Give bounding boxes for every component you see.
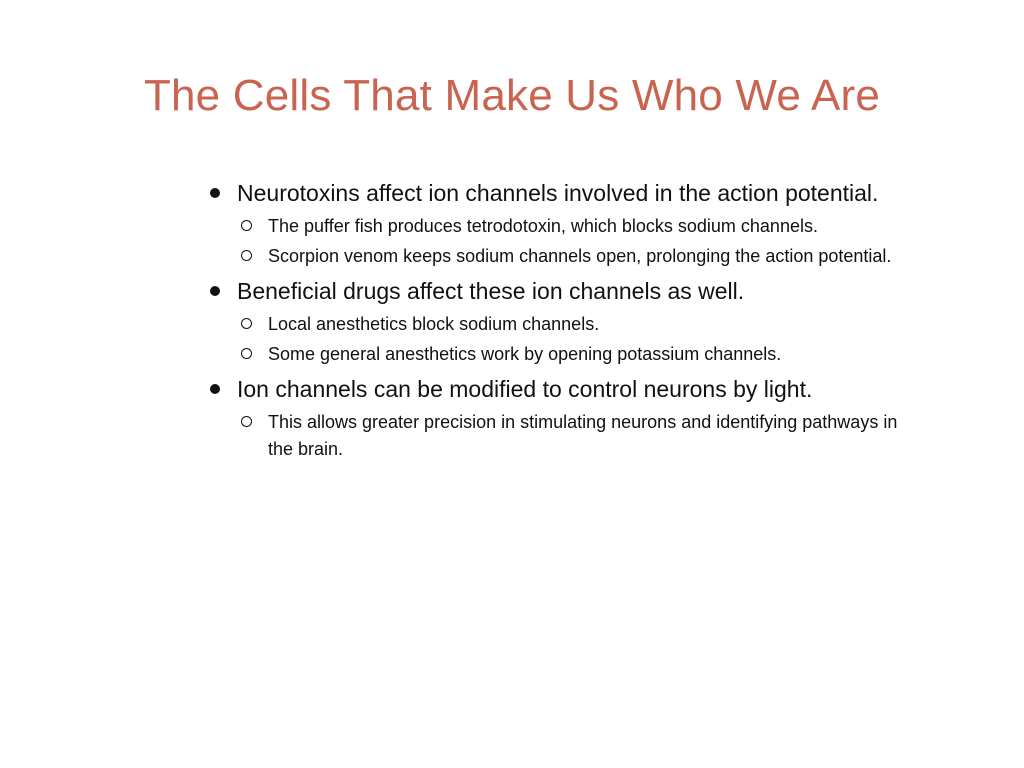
bullet-item: Beneficial drugs affect these ion channe… bbox=[205, 275, 925, 308]
hollow-circle-bullet-icon bbox=[241, 220, 252, 231]
sub-bullet-text: This allows greater precision in stimula… bbox=[268, 412, 898, 459]
sub-bullet-item: Some general anesthetics work by opening… bbox=[205, 341, 925, 368]
bullet-text: Beneficial drugs affect these ion channe… bbox=[237, 278, 745, 304]
sub-bullet-text: Scorpion venom keeps sodium channels ope… bbox=[268, 246, 892, 266]
hollow-circle-bullet-icon bbox=[241, 416, 252, 427]
sub-bullet-item: Local anesthetics block sodium channels. bbox=[205, 311, 925, 338]
filled-circle-bullet-icon bbox=[210, 188, 220, 198]
hollow-circle-bullet-icon bbox=[241, 318, 252, 329]
slide-title: The Cells That Make Us Who We Are bbox=[143, 71, 881, 120]
sub-bullet-text: Some general anesthetics work by opening… bbox=[268, 344, 782, 364]
sub-bullet-item: This allows greater precision in stimula… bbox=[205, 409, 925, 463]
sub-bullet-text: Local anesthetics block sodium channels. bbox=[268, 314, 600, 334]
slide-content: Neurotoxins affect ion channels involved… bbox=[205, 177, 925, 463]
filled-circle-bullet-icon bbox=[210, 384, 220, 394]
bullet-text: Neurotoxins affect ion channels involved… bbox=[237, 180, 879, 206]
hollow-circle-bullet-icon bbox=[241, 348, 252, 359]
sub-bullet-text: The puffer fish produces tetrodotoxin, w… bbox=[268, 216, 818, 236]
bullet-text: Ion channels can be modified to control … bbox=[237, 376, 813, 402]
bullet-item: Ion channels can be modified to control … bbox=[205, 373, 925, 406]
sub-bullet-item: The puffer fish produces tetrodotoxin, w… bbox=[205, 213, 925, 240]
hollow-circle-bullet-icon bbox=[241, 250, 252, 261]
filled-circle-bullet-icon bbox=[210, 286, 220, 296]
sub-bullet-item: Scorpion venom keeps sodium channels ope… bbox=[205, 243, 925, 270]
bullet-item: Neurotoxins affect ion channels involved… bbox=[205, 177, 925, 210]
